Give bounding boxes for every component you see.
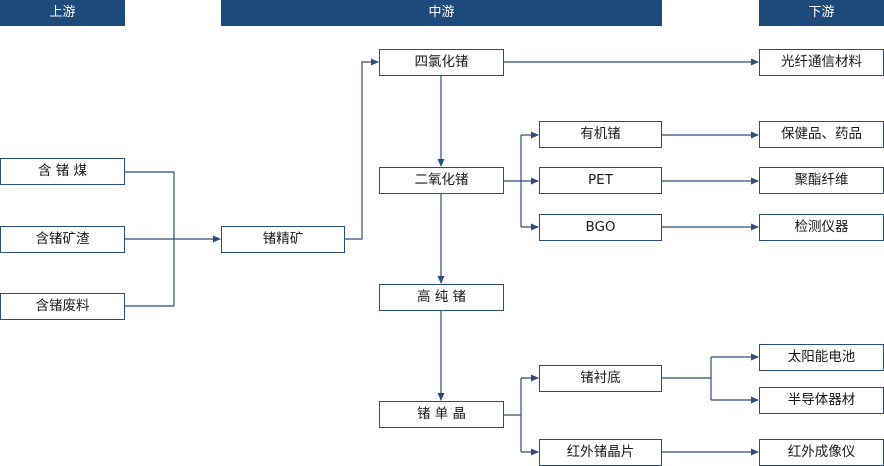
header-downstream: 下游: [759, 0, 884, 26]
node-optical-fiber: 光纤通信材料: [759, 49, 884, 76]
node-health-medicine: 保健品、药品: [759, 121, 884, 148]
node-ge-substrate: 锗衬底: [539, 365, 662, 392]
node-detection-instrument: 检测仪器: [759, 214, 884, 241]
node-solar-cell: 太阳能电池: [759, 344, 884, 371]
node-ir-ge-wafer: 红外锗晶片: [539, 439, 662, 466]
node-ge-coal: 含 锗 煤: [0, 158, 125, 185]
header-upstream: 上游: [0, 0, 125, 26]
node-bgo: BGO: [539, 214, 662, 241]
node-ge-ore-residue: 含锗矿渣: [0, 226, 125, 253]
node-single-crystal-ge: 锗 单 晶: [379, 401, 504, 428]
node-ge-concentrate: 锗精矿: [221, 226, 345, 253]
node-organic-ge: 有机锗: [539, 121, 662, 148]
node-geo2: 二氧化锗: [379, 167, 504, 194]
header-midstream: 中游: [221, 0, 662, 26]
node-ir-imager: 红外成像仪: [759, 439, 884, 466]
edge-concentrate-gecl4: [345, 58, 379, 240]
node-high-purity-ge: 高 纯 锗: [379, 284, 504, 311]
node-gecl4: 四氯化锗: [379, 49, 504, 76]
node-semiconductor: 半导体器材: [759, 387, 884, 414]
node-pet: PET: [539, 167, 662, 194]
node-ge-waste: 含锗废料: [0, 293, 125, 320]
node-polyester-fiber: 聚酯纤维: [759, 167, 884, 194]
